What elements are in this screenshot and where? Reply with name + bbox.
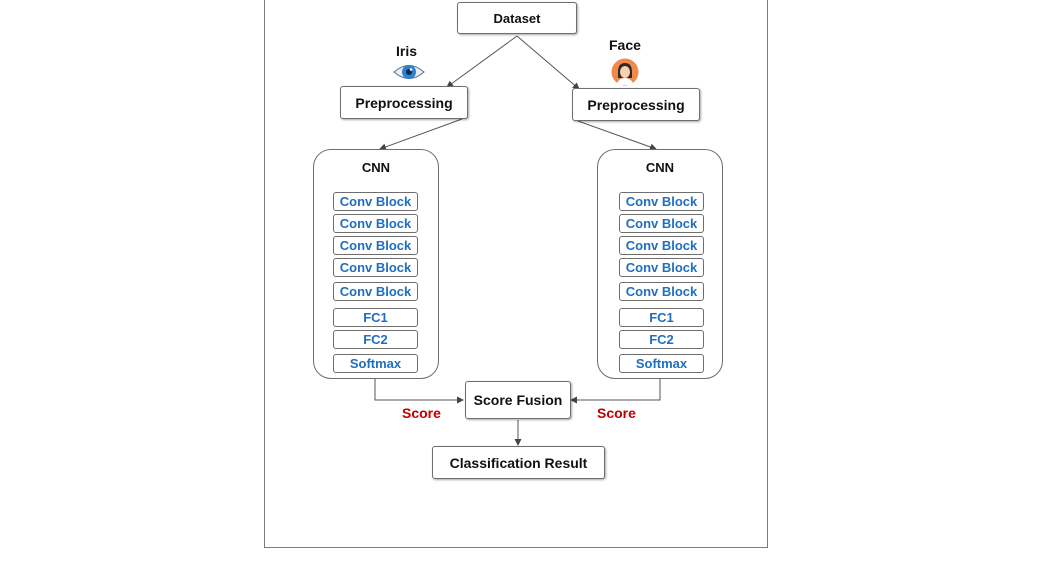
face-layer-conv-block-4: Conv Block [619,258,704,277]
face-score-label: Score [597,405,636,421]
face-cnn-title: CNN [645,160,675,175]
arrow-dataset-to-iris-preprocessing [446,35,518,88]
face-avatar-icon [611,58,639,86]
dataset-box: Dataset [457,2,577,34]
iris-layer-fc1: FC1 [333,308,418,327]
iris-layer-conv-block-5: Conv Block [333,282,418,301]
classification-result-box: Classification Result [432,446,605,479]
score-fusion-box: Score Fusion [465,381,571,419]
iris-cnn-container: CNN Conv Block Conv Block Conv Block Con… [313,149,439,379]
face-layer-fc1: FC1 [619,308,704,327]
iris-label: Iris [396,43,418,59]
face-layer-conv-block-1: Conv Block [619,192,704,211]
iris-preprocessing-box: Preprocessing [340,86,468,119]
face-preprocessing-box: Preprocessing [572,88,700,121]
iris-layer-fc2: FC2 [333,330,418,349]
iris-layer-conv-block-4: Conv Block [333,258,418,277]
arrow-face-preprocessing-to-cnn [577,120,657,151]
arrow-face-cnn-to-fusion [570,378,661,404]
arrow-iris-preprocessing-to-cnn [379,118,463,151]
iris-score-label: Score [402,405,441,421]
iris-cnn-title: CNN [361,160,391,175]
face-layer-fc2: FC2 [619,330,704,349]
iris-layer-conv-block-2: Conv Block [333,214,418,233]
diagram-frame [264,0,768,548]
face-layer-conv-block-5: Conv Block [619,282,704,301]
iris-layer-softmax: Softmax [333,354,418,373]
face-layer-softmax: Softmax [619,354,704,373]
eye-icon [393,65,425,79]
face-layer-conv-block-3: Conv Block [619,236,704,255]
arrow-dataset-to-face-preprocessing [516,35,580,90]
face-cnn-container: CNN Conv Block Conv Block Conv Block Con… [597,149,723,379]
face-layer-conv-block-2: Conv Block [619,214,704,233]
face-label: Face [609,37,641,53]
arrow-iris-cnn-to-fusion [374,378,464,404]
iris-layer-conv-block-3: Conv Block [333,236,418,255]
iris-layer-conv-block-1: Conv Block [333,192,418,211]
